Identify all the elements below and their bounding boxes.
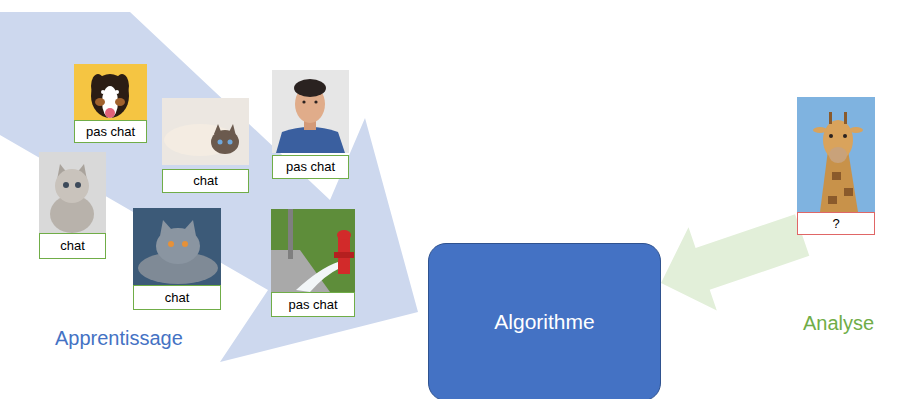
node-text: ? — [832, 216, 839, 232]
image-label: pas chat — [74, 120, 147, 143]
section-label: Apprentissage — [55, 326, 183, 350]
node-text: chat — [193, 173, 218, 189]
analysis-arrow — [661, 214, 809, 310]
grey-cat-photo — [133, 208, 221, 285]
node-text: pas chat — [286, 159, 335, 175]
learning-arrow-shape — [0, 12, 418, 362]
kitten-photo — [39, 152, 106, 233]
query-label: ? — [797, 212, 875, 235]
section-label: Analyse — [803, 311, 874, 335]
image-label: chat — [39, 233, 106, 259]
man-photo — [272, 70, 349, 153]
node-text: pas chat — [86, 124, 135, 140]
image-label: chat — [133, 285, 221, 310]
node-text: chat — [60, 238, 85, 254]
node-text: pas chat — [288, 297, 337, 313]
image-label: pas chat — [272, 155, 349, 179]
node-text: Algorithme — [494, 309, 594, 334]
dog-photo — [74, 64, 147, 120]
giraffe-photo — [797, 97, 875, 212]
image-label: chat — [162, 169, 249, 193]
node-text: chat — [165, 290, 190, 306]
algorithm-box: Algorithme — [428, 243, 661, 399]
lying-cat-photo — [162, 98, 249, 165]
hydrant-photo — [271, 209, 355, 292]
image-label: pas chat — [271, 292, 355, 317]
